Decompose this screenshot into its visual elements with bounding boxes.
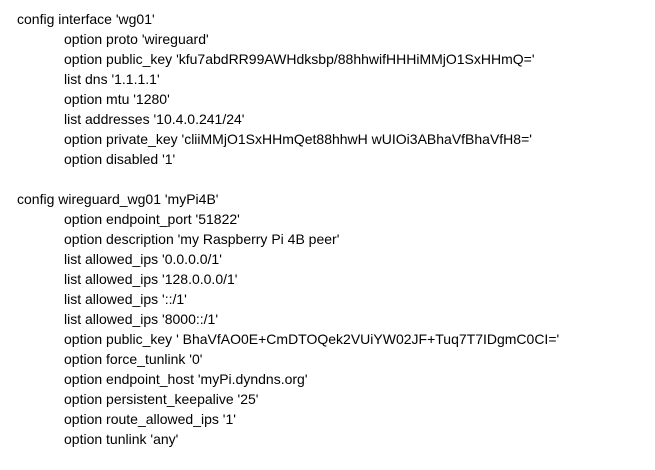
config-line: option disabled '1' — [64, 151, 176, 167]
config-line: option private_key 'cliiMMjO1SxHHmQet88h… — [64, 131, 532, 147]
config-line: option mtu '1280' — [64, 91, 170, 107]
config-line: option force_tunlink '0' — [64, 351, 203, 367]
config-line: option public_key ' BhaVfAO0E+CmDTOQek2V… — [64, 331, 560, 347]
config-line: option persistent_keepalive '25' — [64, 391, 259, 407]
config-line: option endpoint_port '51822' — [64, 211, 240, 227]
config-line: option endpoint_host 'myPi.dyndns.org' — [64, 371, 308, 387]
config-line: list addresses '10.4.0.241/24' — [64, 111, 245, 127]
config-section-peer: config wireguard_wg01 'myPi4B' option en… — [17, 189, 647, 449]
config-line: option route_allowed_ips '1' — [64, 411, 236, 427]
section-header: config wireguard_wg01 'myPi4B' — [17, 191, 219, 207]
config-line: list allowed_ips '128.0.0.0/1' — [64, 271, 238, 287]
config-line: list allowed_ips '::/1' — [64, 291, 187, 307]
config-line: option description 'my Raspberry Pi 4B p… — [64, 231, 340, 247]
config-line: option tunlink 'any' — [64, 431, 179, 447]
config-line: list allowed_ips '8000::/1' — [64, 311, 218, 327]
config-line: option proto 'wireguard' — [64, 31, 209, 47]
config-section-interface: config interface 'wg01' option proto 'wi… — [17, 9, 647, 169]
config-line: option public_key 'kfu7abdRR99AWHdksbp/8… — [64, 51, 535, 67]
config-line: list dns '1.1.1.1' — [64, 71, 160, 87]
config-document: config interface 'wg01' option proto 'wi… — [17, 9, 647, 449]
config-line: list allowed_ips '0.0.0.0/1' — [64, 251, 222, 267]
section-header: config interface 'wg01' — [17, 11, 155, 27]
